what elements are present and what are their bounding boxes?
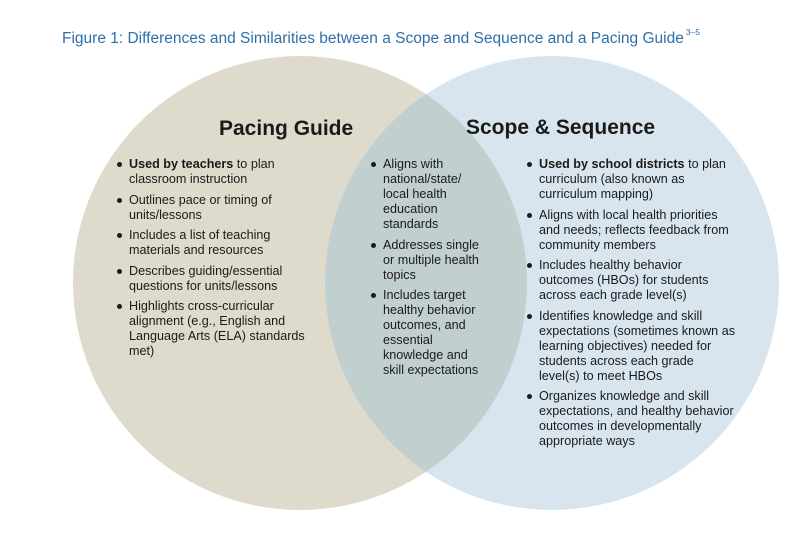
scope-sequence-item-text: to plan curriculum (also known as curric…: [539, 157, 726, 201]
scope-sequence-item: Identifies knowledge and skill expectati…: [525, 309, 735, 384]
shared-feature-item-text: Addresses single or multiple health topi…: [383, 237, 479, 282]
pacing-guide-item-text: Includes a list of teaching materials an…: [129, 228, 271, 257]
scope-sequence-item-text: Identifies knowledge and skill expectati…: [539, 308, 735, 383]
pacing-guide-item-text: Highlights cross-curricular alignment (e…: [129, 299, 305, 358]
scope-sequence-item-emphasis: Used by school districts: [539, 157, 685, 171]
pacing-guide-item-text: to plan classroom instruction: [129, 157, 275, 186]
figure-title-text: Figure 1: Differences and Similarities b…: [62, 30, 684, 47]
shared-feature-item: Addresses single or multiple health topi…: [369, 238, 489, 283]
scope-sequence-item: Used by school districts to plan curricu…: [525, 157, 735, 202]
figure-title-reference: 3–5: [685, 27, 701, 37]
scope-sequence-item-text: Aligns with local health priorities and …: [539, 207, 729, 252]
pacing-guide-item: Includes a list of teaching materials an…: [115, 228, 320, 258]
shared-feature-item-text: Includes target healthy behavior outcome…: [383, 288, 479, 377]
pacing-guide-item-text: Describes guiding/essential questions fo…: [129, 263, 283, 293]
scope-sequence-item: Aligns with local health priorities and …: [525, 208, 735, 253]
scope-sequence-item-text: Includes healthy behavior outcomes (HBOs…: [539, 258, 709, 302]
pacing-guide-list: Used by teachers to plan classroom instr…: [115, 157, 320, 365]
shared-feature-item: Aligns with national/state/ local health…: [369, 157, 489, 232]
shared-feature-item: Includes target healthy behavior outcome…: [369, 288, 489, 378]
scope-sequence-item-text: Organizes knowledge and skill expectatio…: [539, 389, 734, 448]
pacing-guide-item: Highlights cross-curricular alignment (e…: [115, 299, 320, 359]
pacing-guide-heading: Pacing Guide: [219, 117, 354, 140]
pacing-guide-item: Used by teachers to plan classroom instr…: [115, 157, 320, 187]
scope-sequence-heading: Scope & Sequence: [466, 116, 656, 139]
shared-feature-item-text: Aligns with national/state/ local health…: [383, 157, 462, 231]
scope-sequence-item: Organizes knowledge and skill expectatio…: [525, 389, 735, 449]
pacing-guide-item-text: Outlines pace or timing of units/lessons: [129, 192, 272, 222]
overlap-region: [325, 56, 527, 510]
pacing-guide-item: Outlines pace or timing of units/lessons: [115, 193, 320, 223]
pacing-guide-item: Describes guiding/essential questions fo…: [115, 264, 320, 294]
scope-sequence-list: Used by school districts to plan curricu…: [525, 157, 735, 455]
pacing-guide-item-emphasis: Used by teachers: [129, 157, 234, 171]
shared-features-list: Aligns with national/state/ local health…: [369, 157, 489, 384]
figure-title: Figure 1: Differences and Similarities b…: [62, 27, 700, 48]
scope-sequence-item: Includes healthy behavior outcomes (HBOs…: [525, 258, 735, 303]
